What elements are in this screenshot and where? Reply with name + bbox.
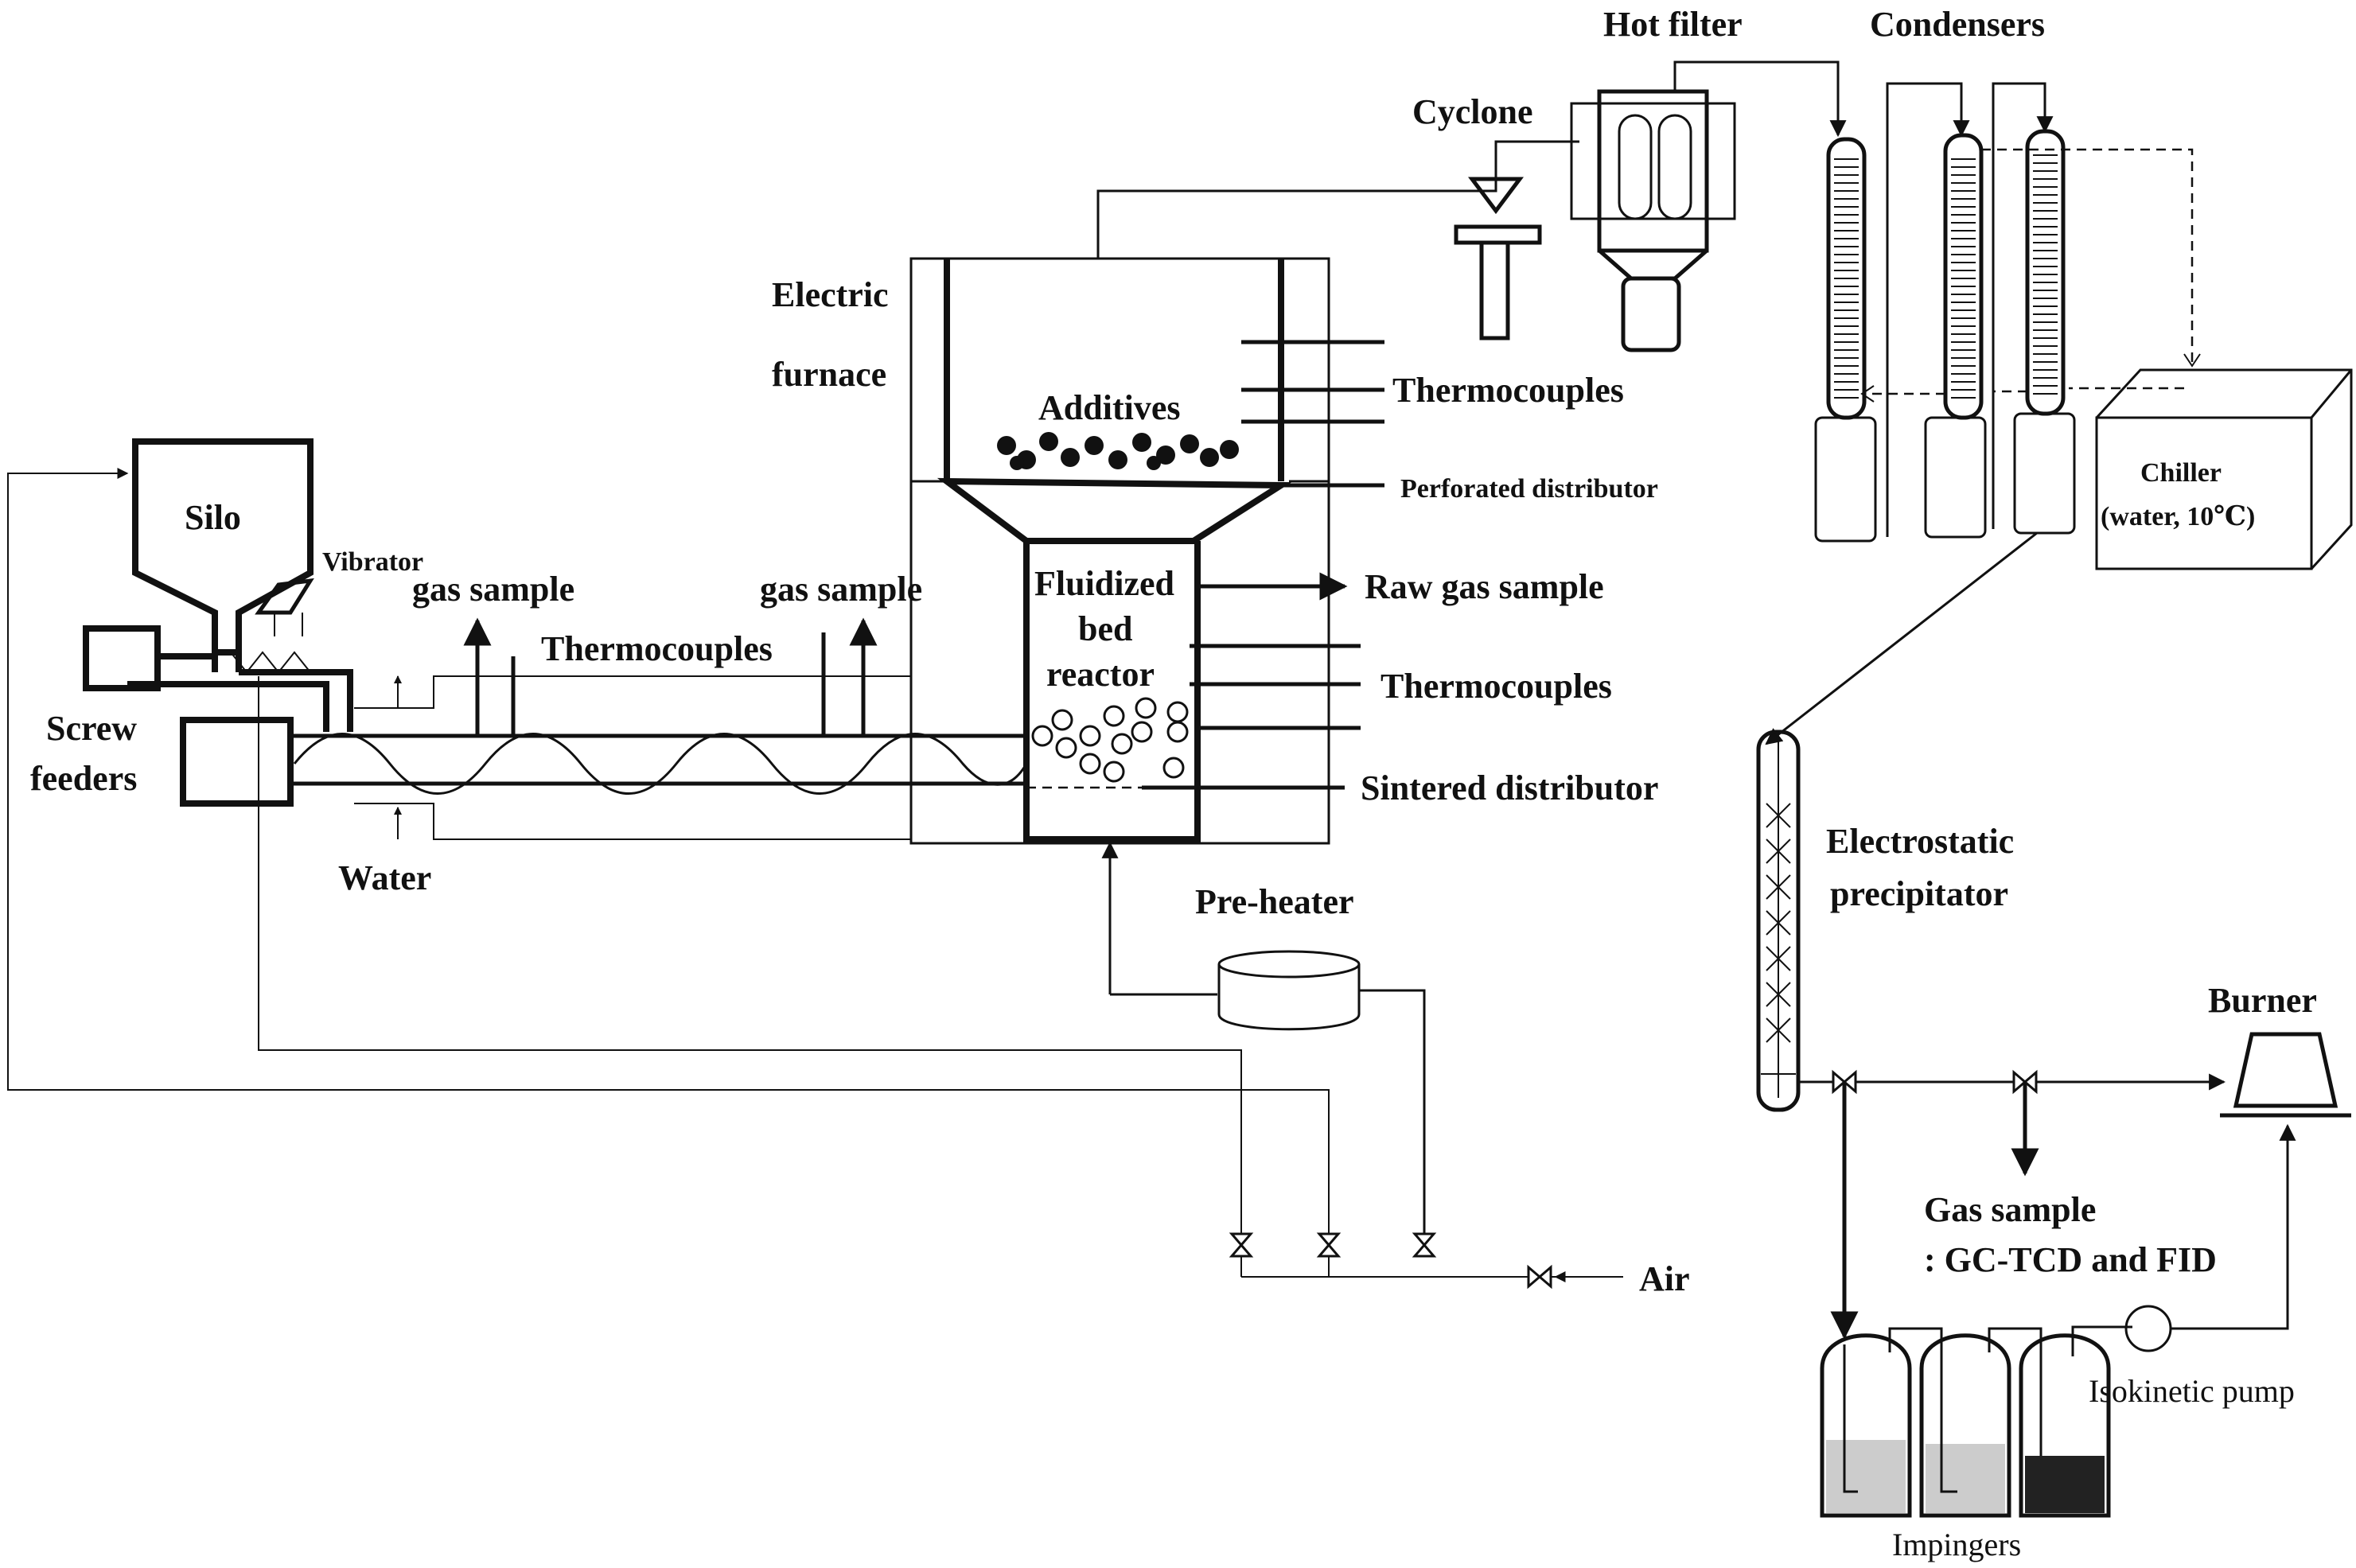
label-raw-gas-sample: Raw gas sample: [1365, 567, 1604, 606]
chiller-coolant-loop: [1860, 148, 2201, 403]
label-gas-sample-1: gas sample: [412, 570, 574, 609]
label-reactor: reactor: [1046, 655, 1155, 694]
condenser-link-2: [1992, 82, 2054, 529]
label-condensers: Condensers: [1870, 5, 2045, 44]
condenser-to-esp-line: [1765, 531, 2038, 745]
label-silo: Silo: [185, 498, 241, 537]
label-chiller: Chiller: [2140, 458, 2222, 488]
preheater-feed-line: [1359, 989, 1426, 1257]
bed-particles: [1031, 697, 1189, 783]
screw-feeder-motor-main: [180, 717, 294, 807]
label-hot-filter: Hot filter: [1603, 5, 1743, 44]
air-manifold: [7, 468, 1623, 1288]
condenser-2: [1924, 133, 1987, 539]
screw-auger: [293, 733, 1028, 795]
label-gas-sample-2: gas sample: [760, 570, 922, 609]
isokinetic-pump: [2124, 1305, 2172, 1352]
label-thermocouples-bed: Thermocouples: [1380, 667, 1612, 706]
label-pre-heater: Pre-heater: [1195, 882, 1354, 921]
impinger-2: [1919, 1333, 2011, 1518]
feeder-gas-sample-ports: [463, 617, 878, 736]
label-thermocouples-top: Thermocouples: [1392, 371, 1624, 410]
perforated-distributor-cone: [937, 477, 1292, 544]
label-impingers: Impingers: [1892, 1527, 2021, 1562]
label-thermocouples-feeder: Thermocouples: [541, 629, 773, 668]
label-screw: Screw: [46, 709, 137, 748]
additive-particles: [997, 432, 1239, 470]
impinger-3: [2019, 1333, 2111, 1518]
reactor-outlet-line: [1096, 179, 1497, 259]
impinger-link-1: [1888, 1327, 1943, 1352]
freeboard: [944, 259, 1284, 481]
vibrator: [255, 578, 314, 636]
label-vibrator: Vibrator: [322, 547, 423, 577]
cyclone-to-filter-line: [1494, 140, 1579, 179]
label-isokinetic-pump: Isokinetic pump: [2089, 1373, 2295, 1409]
screw-feeder-motor-top: [83, 625, 161, 691]
pre-heater: [1217, 950, 1361, 1031]
furnace-thermocouples: [1142, 340, 1384, 790]
label-burner: Burner: [2208, 981, 2317, 1020]
label-furnace: furnace: [772, 355, 886, 394]
label-perforated-distributor: Perforated distributor: [1400, 474, 1658, 504]
label-air: Air: [1639, 1259, 1690, 1298]
label-feeders: feeders: [30, 759, 137, 798]
label-additives: Additives: [1038, 388, 1180, 427]
impinger-to-pump-line: [2071, 1325, 2132, 1356]
label-gas-sample-3: Gas sample: [1924, 1190, 2096, 1229]
filter-to-condenser-line: [1673, 60, 1847, 138]
electric-furnace: [909, 257, 1330, 845]
impinger-link-2: [1988, 1327, 2043, 1352]
label-electrostatic: Electrostatic: [1826, 822, 2014, 861]
condenser-link-1: [1886, 82, 1970, 537]
electrostatic-precipitator: [1756, 730, 1801, 1112]
water-jacket: [354, 675, 912, 840]
label-precipitator: precipitator: [1830, 874, 2008, 913]
label-fluidized: Fluidized: [1034, 564, 1174, 603]
silo: [132, 438, 313, 656]
burner: [2220, 1032, 2351, 1118]
condenser-1: [1814, 137, 1877, 543]
label-sintered-distributor: Sintered distributor: [1361, 768, 1658, 807]
upper-feeder-tube: [127, 669, 353, 732]
hot-filter: [1570, 89, 1736, 352]
label-bed: bed: [1078, 609, 1132, 648]
cyclone: [1454, 177, 1542, 340]
label-chiller-sub: (water, 10℃): [2101, 502, 2255, 531]
impinger-1: [1820, 1333, 1912, 1518]
chiller: [2095, 368, 2353, 570]
label-gc-tcd-fid: : GC-TCD and FID: [1924, 1240, 2217, 1279]
label-water: Water: [338, 858, 431, 897]
pump-to-burner-line: [2171, 1123, 2296, 1330]
label-electric: Electric: [772, 275, 889, 314]
label-cyclone: Cyclone: [1412, 92, 1533, 131]
condenser-3: [2013, 129, 2076, 535]
